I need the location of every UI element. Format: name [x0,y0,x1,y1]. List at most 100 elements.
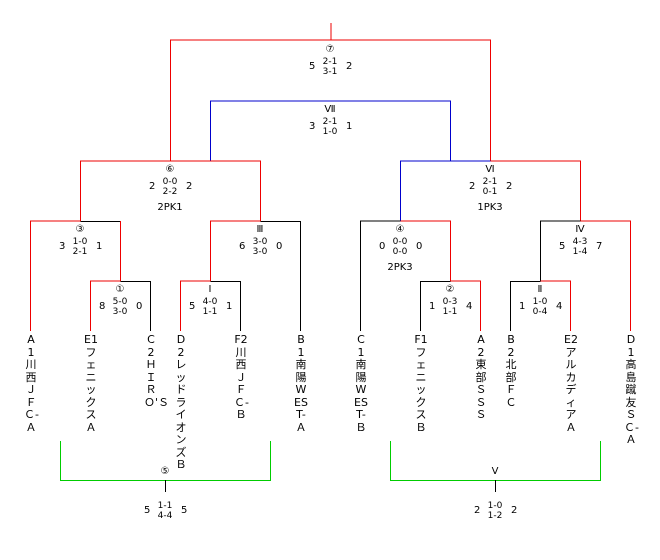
line [30,220,81,331]
half2: 4-4 [157,511,173,521]
match-score-left: 0 [379,241,386,252]
team-name: フェニックスＢ [415,345,427,434]
team-code: A2 [477,333,485,359]
team-code: E1 [84,333,98,346]
team-code: E2 [564,333,578,346]
team-f2: F2 川西ＪＦＣ-Ｂ [234,333,249,422]
match-score-left: 1 [519,301,526,312]
match-pk: 1PK3 [477,202,503,213]
half1: 1-1 [157,501,173,511]
match-score-right: 2 [346,61,353,72]
team-name: 川西ＪＦＣ-Ｂ [234,345,249,421]
half2: 3-0 [252,247,268,257]
line [580,220,631,331]
half1: 0-0 [392,237,408,247]
match-pk: 2PK1 [157,202,183,213]
team-b1: B1 南陽WEST-Ａ [294,333,308,434]
half1: 0-0 [162,177,178,187]
team-name: 川西ＪＦＣ-Ａ [24,358,39,434]
match-label: ③ [75,224,85,235]
team-c1: C1 南陽WEST-Ｂ [354,333,368,434]
team-name: アルカディアＡ [565,345,577,434]
team-code: B2 [507,333,515,359]
half1: 1-0 [487,501,503,511]
match-score-right: 0 [276,241,283,252]
match-score-left: 3 [309,121,316,132]
line [260,221,301,331]
match-score-right: 2 [186,181,193,192]
team-name: ＨＩＲＯ'Ｓ [144,358,170,409]
team-name: 北部ＦＣ [505,358,517,409]
team-code: D2 [176,333,186,359]
half1: 5-0 [112,297,128,307]
half2: 0-0 [392,247,408,257]
team-d1: D1 高島蹴友ＳＣ-Ａ [624,333,639,447]
team-b2: B2 北部ＦＣ [504,333,518,409]
match-score-left: 3 [59,241,66,252]
match-score-right: 1 [346,121,353,132]
match-score-right: 0 [136,301,143,312]
half2: 1-1 [202,307,218,317]
team-name: 南陽WEST-Ａ [294,358,308,434]
match-label: ⑥ [165,164,175,175]
half2: 0-1 [482,187,498,197]
team-code: B1 [297,333,305,359]
team-code: F1 [414,333,428,346]
match-label: Ⅵ [485,164,495,175]
half2: 3-1 [322,67,338,77]
match-score-left: 5 [189,301,196,312]
match-label: Ⅰ [208,284,212,295]
line [400,160,491,221]
line [450,280,481,331]
half1: 2-1 [322,117,338,127]
team-code: A1 [27,333,35,359]
line [210,220,261,281]
half2: 0-4 [532,307,548,317]
half1: 0-3 [442,297,458,307]
line [490,160,581,221]
match-score-right: 1 [226,301,233,312]
match-score-left: 6 [239,241,246,252]
team-code: F2 [234,333,248,346]
team-d2: D2 レッドライオンズＢ [174,333,188,472]
line [80,160,211,221]
half2: 3-0 [112,307,128,317]
match-score-left: 5 [309,61,316,72]
match-label: ② [445,284,455,295]
half2: 1-0 [322,127,338,137]
team-code: D1 [626,333,636,359]
match-label: Ⅴ [491,466,499,477]
line [420,281,451,331]
team-a1: A1 川西ＪＦＣ-Ａ [24,333,39,434]
match-label: Ⅱ [537,284,543,295]
half1: 1-0 [532,297,548,307]
match-score-left: 8 [99,301,106,312]
match-score-left: 2 [474,505,481,516]
team-name: 東部ＳＳＳ [475,358,487,421]
half1: 4-3 [572,237,588,247]
match-label: ⑦ [325,44,335,55]
half1: 2-1 [322,57,338,67]
line [540,220,581,281]
team-c2: C2 ＨＩＲＯ'Ｓ [144,333,170,409]
line [540,280,571,331]
match-score-right: 4 [466,301,473,312]
line [120,281,151,331]
match-label: Ⅲ [256,224,264,235]
line [210,281,241,331]
line [510,281,541,331]
line [210,160,261,221]
half1: 3-0 [252,237,268,247]
